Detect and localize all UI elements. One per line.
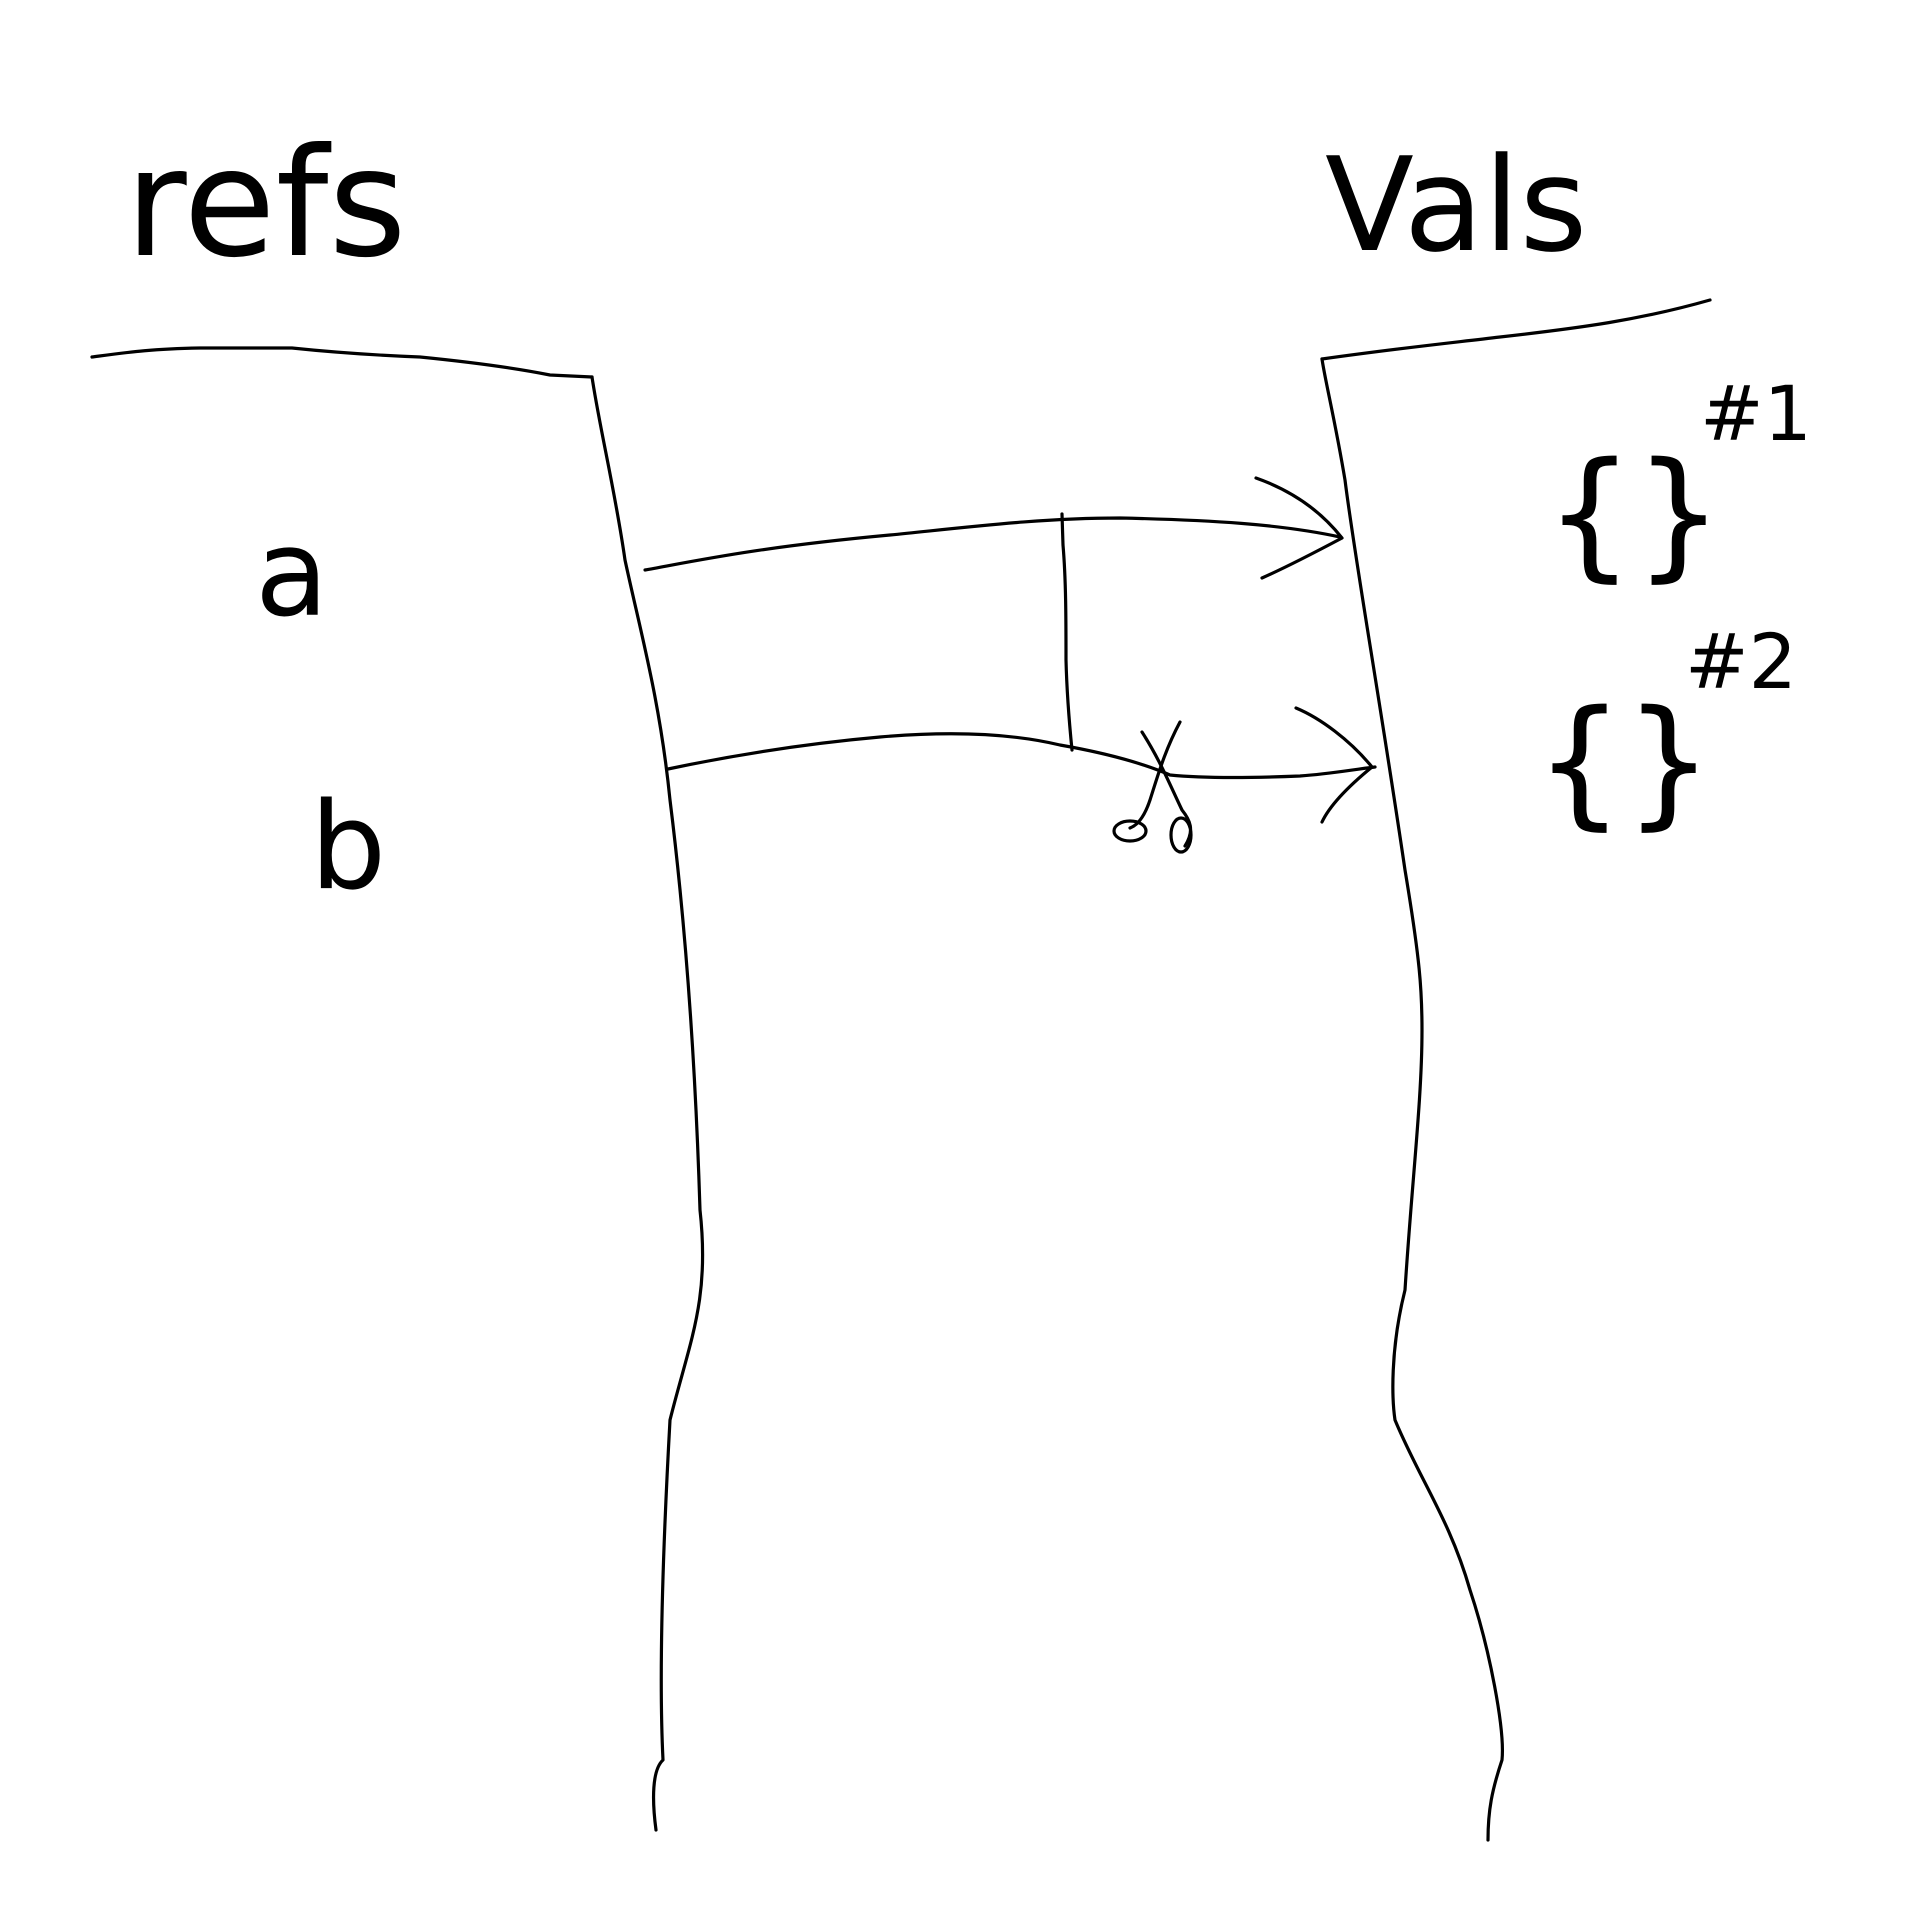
arrow-b-head: [1294, 706, 1374, 824]
val-1-object: {}: [1545, 433, 1723, 596]
val-row-1: {} #1: [1545, 369, 1812, 596]
vals-column-left-border: [1320, 357, 1504, 1842]
ref-a-label: a: [255, 505, 329, 644]
vals-column-top-border: [1320, 298, 1712, 361]
refs-header: refs: [125, 117, 407, 291]
arrow-a-to-val-1: [643, 476, 1344, 580]
rebind-connector: [1060, 512, 1074, 752]
scissors-icon: [1112, 720, 1193, 854]
val-row-2: {} #2: [1535, 617, 1797, 844]
vals-column: Vals {} #1 {} #2: [1320, 129, 1812, 1842]
arrow-b-line: [666, 732, 1377, 779]
arrow-a-line: [643, 516, 1342, 572]
refs-column: refs a b: [90, 117, 705, 1832]
refs-column-right-border: [590, 375, 705, 1832]
vals-header: Vals: [1325, 129, 1587, 281]
arrow-b-to-val-2: [666, 706, 1377, 824]
ref-b-label: b: [310, 778, 386, 917]
val-1-tag: #1: [1700, 369, 1812, 458]
arrow-a-head: [1254, 476, 1344, 580]
val-2-tag: #2: [1685, 617, 1797, 706]
reference-arrows: [643, 476, 1377, 824]
refs-column-top-border: [90, 346, 594, 379]
val-2-object: {}: [1535, 681, 1713, 844]
